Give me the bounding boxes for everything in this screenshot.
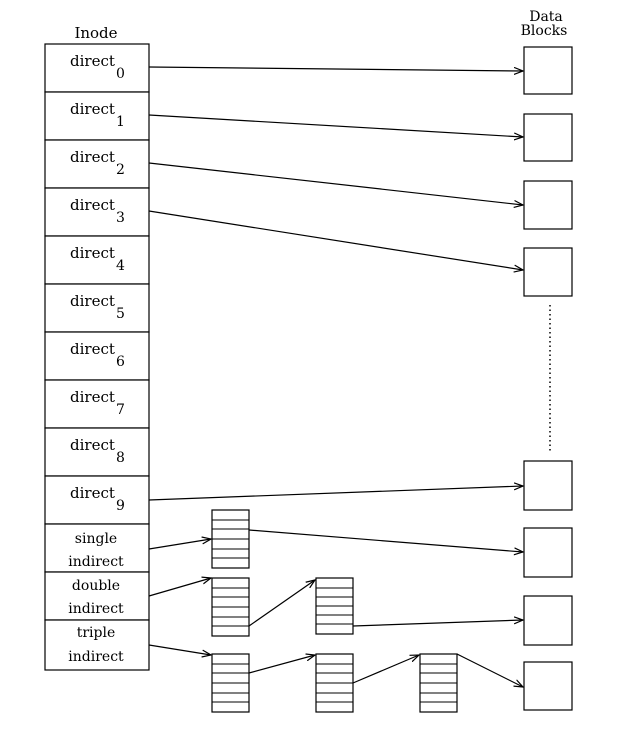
inode-entry-line1: double (72, 578, 120, 594)
inode-entry-index: 7 (116, 402, 125, 418)
inode-entry-index: 1 (116, 114, 125, 130)
double-indirect-block-level2 (315, 577, 354, 635)
single-indirect-block (211, 509, 250, 569)
inode-entry-index: 8 (116, 450, 125, 466)
pointer-arrow-single-block-to-data (248, 529, 523, 552)
inode-entry-index: 5 (116, 306, 125, 322)
data-block (523, 595, 573, 646)
data-block (523, 661, 573, 711)
inode-entry-line2: indirect (68, 649, 124, 665)
inode-entry-triple-indirect: triple indirect (44, 619, 150, 671)
pointer-arrow-double-to-block (148, 578, 211, 597)
inode-entry-line1: triple (77, 625, 116, 641)
pointer-arrow-direct-0 (148, 66, 523, 71)
inode-entry-index: 0 (116, 66, 125, 82)
pointer-arrow-triple-level3-to-data (456, 653, 523, 687)
inode-entry-label: direct (70, 436, 115, 454)
inode-table: direct 0 direct 1 direct 2 direct 3 dire… (44, 43, 150, 671)
inode-entry-single-indirect: single indirect (44, 523, 150, 573)
inode-entry-direct-6: direct 6 (44, 331, 150, 381)
pointer-arrow-direct-3 (148, 210, 523, 270)
inode-entry-direct-5: direct 5 (44, 283, 150, 333)
data-block (523, 527, 573, 578)
inode-entry-label: direct (70, 484, 115, 502)
inode-entry-label: direct (70, 148, 115, 166)
inode-entry-direct-4: direct 4 (44, 235, 150, 285)
inode-entry-label: direct (70, 244, 115, 262)
inode-entry-index: 3 (116, 210, 125, 226)
data-blocks-column (523, 46, 573, 711)
inode-entry-direct-2: direct 2 (44, 139, 150, 189)
inode-entry-index: 2 (116, 162, 125, 178)
inode-entry-double-indirect: double indirect (44, 571, 150, 621)
triple-indirect-block-level1 (211, 653, 250, 713)
pointer-arrow-direct-2 (148, 162, 523, 205)
inode-title: Inode (74, 24, 117, 42)
inode-entry-direct-9: direct 9 (44, 475, 150, 525)
inode-entry-direct-7: direct 7 (44, 379, 150, 429)
pointer-arrow-triple-level1-to-level2 (248, 655, 315, 674)
inode-entry-line2: indirect (68, 554, 124, 570)
inode-entry-label: direct (70, 100, 115, 118)
inode-entry-label: direct (70, 340, 115, 358)
inode-entry-index: 9 (116, 498, 125, 514)
inode-entry-index: 6 (116, 354, 125, 370)
inode-entry-label: direct (70, 196, 115, 214)
data-blocks-title-line2: Blocks (521, 23, 568, 39)
pointer-arrow-double-level1-to-level2 (248, 580, 315, 627)
pointer-arrow-triple-level2-to-level3 (352, 655, 419, 684)
inode-entry-label: direct (70, 52, 115, 70)
inode-entry-direct-1: direct 1 (44, 91, 150, 141)
data-block (523, 180, 573, 230)
inode-entry-line1: single (75, 531, 117, 547)
inode-entry-direct-8: direct 8 (44, 427, 150, 477)
inode-entry-label: direct (70, 292, 115, 310)
triple-indirect-block-level3 (419, 653, 458, 713)
pointer-arrow-double-level2-to-data (352, 620, 523, 627)
pointer-arrow-single-to-block (148, 539, 211, 550)
data-block (523, 247, 573, 297)
data-blocks-title-line1: Data (529, 9, 563, 25)
indirect-blocks (211, 509, 458, 713)
inode-entry-index: 4 (116, 258, 125, 274)
data-block (523, 46, 573, 95)
pointer-arrows (148, 66, 523, 687)
triple-indirect-block-level2 (315, 653, 354, 713)
double-indirect-block-level1 (211, 577, 250, 637)
pointer-arrow-direct-1 (148, 114, 523, 137)
data-block (523, 460, 573, 511)
inode-entry-direct-0: direct 0 (44, 43, 150, 93)
inode-entry-line2: indirect (68, 601, 124, 617)
pointer-arrow-triple-to-block (148, 644, 211, 655)
inode-entry-direct-3: direct 3 (44, 187, 150, 237)
data-block (523, 113, 573, 162)
pointer-arrow-direct-9 (148, 486, 523, 501)
inode-entry-label: direct (70, 388, 115, 406)
